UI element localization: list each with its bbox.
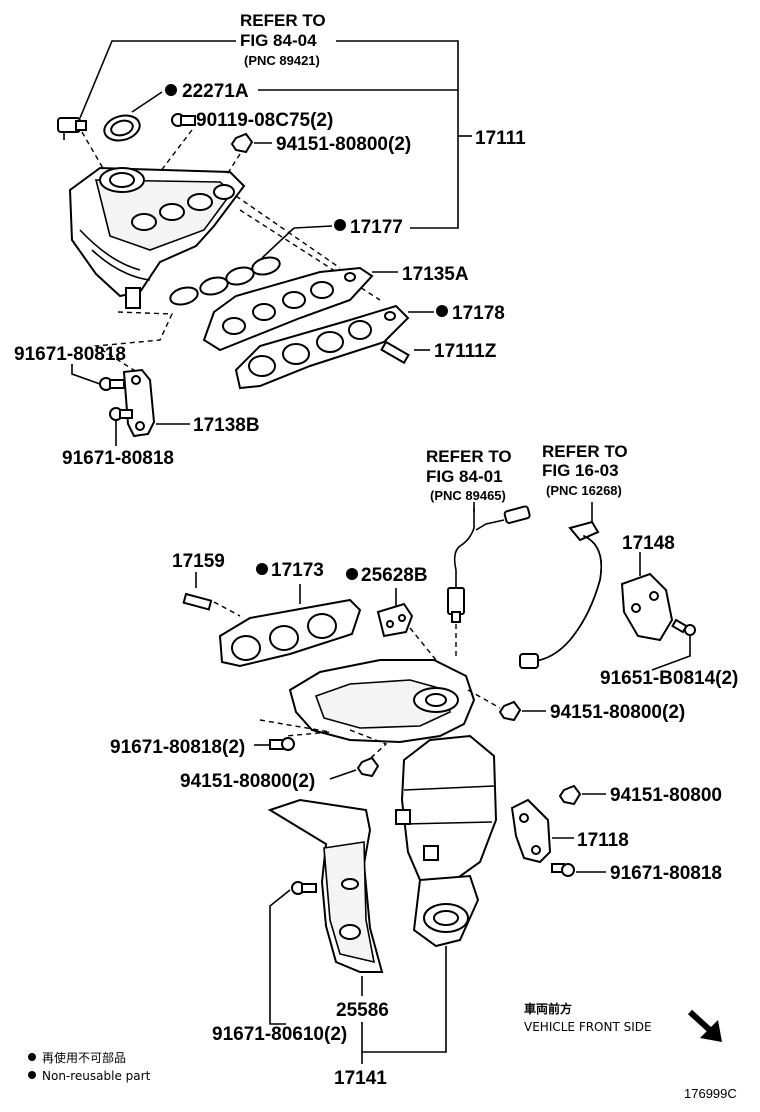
oxygen-sensor bbox=[447, 505, 531, 623]
bolt-91671-c bbox=[551, 863, 575, 877]
label-17111: 17111 bbox=[475, 128, 526, 149]
label-91671-80610: 91671-80610(2) bbox=[212, 1024, 347, 1045]
legend-dot-2 bbox=[28, 1071, 36, 1079]
ref2-line1: REFER TO bbox=[426, 447, 512, 466]
ref2-line2: FIG 84-01 bbox=[426, 467, 503, 486]
nonreusable-marker-22271A bbox=[165, 84, 177, 96]
label-91671-2: 91671-80818(2) bbox=[110, 737, 245, 758]
nut-94151-mid bbox=[498, 700, 522, 722]
nut-94151-low bbox=[356, 756, 380, 778]
label-17178: 17178 bbox=[452, 303, 505, 324]
label-17138B: 17138B bbox=[193, 415, 260, 436]
legend-en: Non-reusable part bbox=[42, 1069, 151, 1083]
bolt-91671-80610 bbox=[291, 881, 317, 895]
direction-label-jp: 車両前方 bbox=[524, 1001, 572, 1016]
bolt-91671-a bbox=[99, 377, 125, 391]
nut-94151-top bbox=[230, 132, 254, 154]
bolt-91651 bbox=[671, 618, 696, 636]
label-94151-single: 94151-80800 bbox=[610, 785, 722, 806]
bolt-91671-2 bbox=[269, 737, 295, 751]
egr-pipe bbox=[519, 520, 603, 669]
nut-94151-single bbox=[558, 784, 582, 806]
ref1-line2: FIG 84-04 bbox=[240, 31, 317, 50]
legend-dot-1 bbox=[28, 1053, 36, 1061]
stud-17159 bbox=[182, 592, 213, 611]
ref3-line2: FIG 16-03 bbox=[542, 461, 619, 480]
label-25586: 25586 bbox=[336, 1000, 389, 1021]
intake-manifold bbox=[68, 166, 246, 309]
exhaust-gasket-17178 bbox=[234, 304, 410, 390]
legend-jp: 再使用不可部品 bbox=[42, 1050, 126, 1065]
intake-gasket-17177 bbox=[169, 256, 281, 306]
exhaust-gasket-17173 bbox=[218, 598, 362, 668]
nonreusable-marker-17173 bbox=[256, 563, 268, 575]
group-17111-bracket bbox=[336, 40, 459, 229]
nonreusable-marker-25628B bbox=[346, 568, 358, 580]
label-17159: 17159 bbox=[172, 551, 225, 572]
label-25628B: 25628B bbox=[361, 565, 428, 586]
ref3-line3: (PNC 16268) bbox=[546, 483, 622, 498]
ref1-leader bbox=[79, 40, 236, 119]
label-17177: 17177 bbox=[350, 217, 403, 238]
label-17173: 17173 bbox=[271, 560, 324, 581]
bracket-17138B bbox=[122, 368, 156, 438]
exhaust-manifold-converter bbox=[288, 659, 498, 948]
label-17135A: 17135A bbox=[402, 264, 469, 285]
label-17111Z: 17111Z bbox=[434, 341, 497, 362]
label-17141: 17141 bbox=[334, 1068, 387, 1089]
label-94151-mid: 94151-80800(2) bbox=[550, 702, 685, 723]
label-22271A: 22271A bbox=[182, 81, 249, 102]
label-94151-top: 94151-80800(2) bbox=[276, 134, 411, 155]
nonreusable-marker-17178 bbox=[436, 305, 448, 317]
leader-22271A-part bbox=[131, 91, 163, 113]
label-90119: 90119-08C75(2) bbox=[196, 110, 333, 131]
label-91671-b: 91671-80818 bbox=[62, 448, 174, 469]
bolt-90119 bbox=[171, 113, 196, 127]
vacuum-sensor bbox=[57, 117, 87, 140]
heat-insulator-17135A bbox=[202, 266, 374, 352]
label-17148: 17148 bbox=[622, 533, 675, 554]
label-91651: 91651-B0814(2) bbox=[600, 668, 738, 689]
label-94151-low: 94151-80800(2) bbox=[180, 771, 315, 792]
figure-code: 176999C bbox=[684, 1086, 737, 1101]
ref2-line3: (PNC 89465) bbox=[430, 488, 506, 503]
egr-gasket-25628B bbox=[376, 602, 414, 638]
heat-insulator-17148 bbox=[620, 572, 674, 642]
bolt-91671-b bbox=[109, 407, 133, 421]
nonreusable-marker-17177 bbox=[334, 219, 346, 231]
group-17141-bracket bbox=[361, 946, 447, 1053]
label-91671-a: 91671-80818 bbox=[14, 344, 126, 365]
label-17118: 17118 bbox=[577, 830, 629, 851]
label-91671-c: 91671-80818 bbox=[610, 863, 722, 884]
direction-label-en: VEHICLE FRONT SIDE bbox=[524, 1020, 652, 1034]
vehicle-front-arrow-icon bbox=[687, 1009, 722, 1042]
bracket-17118 bbox=[510, 798, 552, 864]
ref1-line1: REFER TO bbox=[240, 11, 326, 30]
ref3-line1: REFER TO bbox=[542, 442, 628, 461]
ref1-line3: (PNC 89421) bbox=[244, 53, 320, 68]
heat-insulator-25586 bbox=[267, 798, 384, 973]
stud-17111Z bbox=[380, 340, 410, 365]
